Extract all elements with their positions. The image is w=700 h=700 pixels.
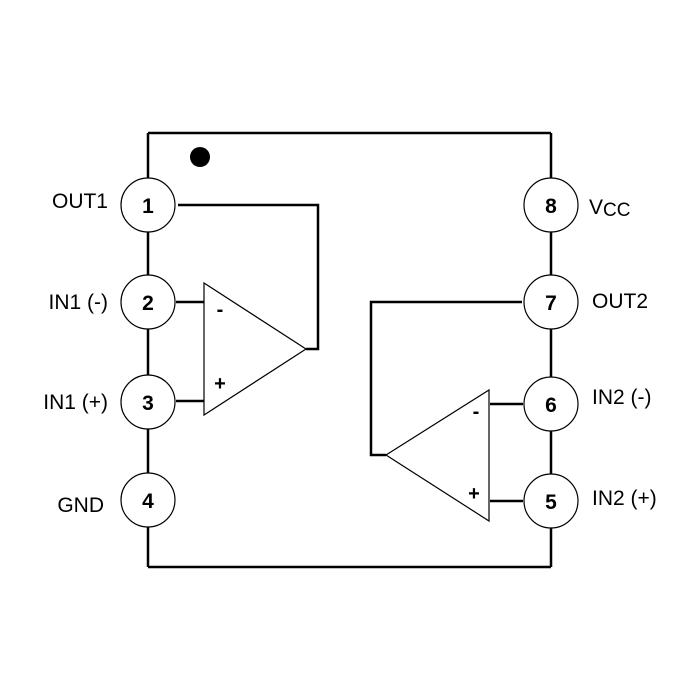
pin-8-label-text: V xyxy=(589,196,603,219)
pin-1-number: 1 xyxy=(142,195,154,218)
internal-wiring xyxy=(176,203,523,503)
pin-8-label: VCC xyxy=(589,196,630,221)
pin-1-label: OUT1 xyxy=(52,190,108,213)
amp1-output-wire xyxy=(178,203,320,351)
opamp-2-triangle xyxy=(384,388,490,523)
opamp-1-minus-sign: - xyxy=(217,299,224,321)
opamp-2: - + xyxy=(384,388,490,523)
pin-2-label: IN1 (-) xyxy=(49,291,109,314)
opamp-1: - + xyxy=(203,281,308,417)
pin-3-label: IN1 (+) xyxy=(43,391,108,414)
pin-7-label: OUT2 xyxy=(592,290,648,313)
pin-3: 3 IN1 (+) xyxy=(43,374,176,430)
pin-4: 4 GND xyxy=(57,472,176,528)
amp2-output-wire xyxy=(369,300,522,457)
pin-7: 7 OUT2 xyxy=(523,274,648,330)
pin-8: 8 VCC xyxy=(523,177,630,233)
pin-8-number: 8 xyxy=(545,195,557,218)
pin-3-number: 3 xyxy=(142,392,154,415)
pin1-marker-dot xyxy=(190,147,210,167)
pin-5: 5 IN2 (+) xyxy=(523,473,657,529)
pin-4-number: 4 xyxy=(142,490,154,513)
pin-8-label-subscript: CC xyxy=(603,200,630,221)
opamp-1-triangle xyxy=(203,281,308,417)
pin-6-label: IN2 (-) xyxy=(592,386,652,409)
pin-5-number: 5 xyxy=(545,491,557,514)
opamp-2-plus-sign: + xyxy=(468,483,480,505)
opamp-1-plus-sign: + xyxy=(214,373,226,395)
pin-6-number: 6 xyxy=(545,394,557,417)
pin-7-number: 7 xyxy=(545,292,557,315)
pin-6: 6 IN2 (-) xyxy=(523,376,652,432)
pin-1: 1 OUT1 xyxy=(52,177,176,233)
opamp-2-minus-sign: - xyxy=(473,401,480,423)
pin-2: 2 IN1 (-) xyxy=(49,274,176,330)
pin-2-number: 2 xyxy=(142,292,154,315)
pin-4-label: GND xyxy=(57,494,104,517)
pin-5-label: IN2 (+) xyxy=(592,487,657,510)
